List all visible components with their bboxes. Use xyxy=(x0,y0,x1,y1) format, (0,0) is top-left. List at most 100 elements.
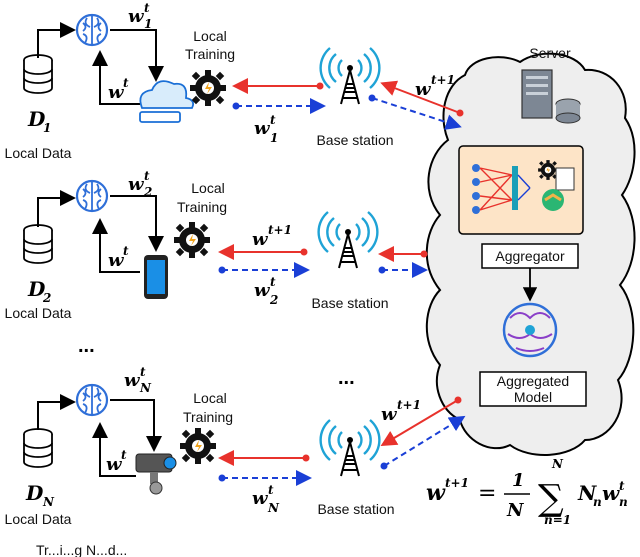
aggregated-brain-icon xyxy=(502,302,558,358)
server-download-arrow xyxy=(380,399,459,447)
neural-network-icon xyxy=(472,164,531,214)
trained-weight-sub: 2 xyxy=(143,185,152,199)
global-model-label: w xyxy=(106,454,123,475)
ellipsis-middle: ... xyxy=(338,367,355,389)
base-station-label: Base station xyxy=(311,295,388,311)
local-data-label: Local Data xyxy=(5,145,72,161)
training-gear-icon xyxy=(174,222,210,258)
new-model-sup: t+1 xyxy=(431,73,455,87)
data-name: D xyxy=(25,481,44,505)
node-row-1: D 1 Local Data w t w t 1 Local Training … xyxy=(5,1,464,161)
footer-caption: Tr...i...g N...d... xyxy=(36,542,127,557)
brain-icon xyxy=(75,13,109,47)
trained-weight-label: w xyxy=(128,6,145,27)
formula-term1-sub: n xyxy=(593,495,602,509)
server-label: Server xyxy=(529,45,571,61)
upload-weight-sub: N xyxy=(267,501,280,515)
aggregated-model-line2: Model xyxy=(514,389,552,405)
settings-gear-icon xyxy=(538,160,558,180)
new-model-sup: t+1 xyxy=(397,398,421,412)
global-model-sup: t xyxy=(123,76,129,90)
trained-weight-sub: N xyxy=(139,381,152,395)
brain-icon xyxy=(75,179,109,213)
local-training-label-2: Training xyxy=(183,409,233,425)
trained-weight-sup: t xyxy=(144,1,150,15)
local-training-label-1: Local xyxy=(191,180,224,196)
data-subscript: 1 xyxy=(43,121,51,135)
upload-weight-sup: t xyxy=(268,483,274,497)
trained-weight-sup: t xyxy=(140,365,146,379)
brain-icon xyxy=(75,383,109,417)
local-data-label: Local Data xyxy=(5,511,72,527)
database-icon xyxy=(23,428,53,468)
upload-weight-sub: 1 xyxy=(270,131,278,145)
security-camera-icon xyxy=(135,453,177,495)
node-row-2: D 2 Local Data w t w t 2 Local Training … xyxy=(5,169,428,321)
training-gear-icon xyxy=(190,70,226,106)
database-icon xyxy=(23,54,53,94)
upload-weight-label: w xyxy=(254,280,271,301)
upload-weight-sup: t xyxy=(270,113,276,127)
aggregated-model-box xyxy=(479,371,587,407)
formula-denominator: N xyxy=(506,500,525,521)
aggregator-box xyxy=(481,243,579,269)
data-subscript: 2 xyxy=(42,291,51,305)
new-model-sup: t+1 xyxy=(268,223,292,237)
formula-lhs-sup: t+1 xyxy=(445,476,469,490)
data-name: D xyxy=(27,277,46,301)
global-model-label: w xyxy=(108,250,125,271)
trained-weight-sup: t xyxy=(144,169,150,183)
upload-weight-sub: 2 xyxy=(269,293,278,307)
base-station-tower xyxy=(319,418,381,478)
trained-weight-label: w xyxy=(128,174,145,195)
data-name: D xyxy=(27,107,46,131)
formula-term1: N xyxy=(577,481,597,505)
global-model-sup: t xyxy=(121,448,127,462)
formula-numerator: 1 xyxy=(512,470,525,491)
upload-weight-sup: t xyxy=(270,275,276,289)
new-model-label: w xyxy=(415,79,432,100)
local-training-label-2: Training xyxy=(177,199,227,215)
formula-equals: = xyxy=(478,481,496,506)
trained-weight-label: w xyxy=(124,370,141,391)
training-gear-icon xyxy=(180,428,216,464)
upload-weight-label: w xyxy=(254,118,271,139)
handshake-icon xyxy=(542,189,564,211)
server-icon xyxy=(521,69,581,124)
cloud-device-icon xyxy=(139,80,195,123)
local-training-label-1: Local xyxy=(193,28,226,44)
local-training-label-2: Training xyxy=(185,46,235,62)
formula-sum-lower: n=1 xyxy=(544,513,571,527)
node-row-n: D N Local Data w t w t N Local Training … xyxy=(5,365,466,527)
formula-sum-sign: ∑ xyxy=(538,478,564,519)
new-model-label: w xyxy=(252,229,269,250)
local-training-label-1: Local xyxy=(193,390,226,406)
trained-weight-sub: 1 xyxy=(144,17,152,31)
base-station-label: Base station xyxy=(316,132,393,148)
server-download-arrow xyxy=(380,80,461,114)
aggregation-formula: w t+1 = 1 N ∑ N n=1 N n w t n xyxy=(426,457,628,527)
database-icon xyxy=(23,224,53,264)
data-subscript: N xyxy=(42,495,55,509)
ellipsis-left: ... xyxy=(78,335,95,357)
aggregator-panel xyxy=(458,145,584,235)
server-upload-arrow xyxy=(371,97,462,130)
base-station-label: Base station xyxy=(317,501,394,517)
checklist-icon xyxy=(555,167,575,191)
formula-sum-upper: N xyxy=(551,457,564,471)
formula-term2-sup: t xyxy=(619,479,625,493)
upload-weight-label: w xyxy=(252,488,269,509)
new-model-label: w xyxy=(381,404,398,425)
base-station-tower xyxy=(317,210,379,270)
formula-term2-sub: n xyxy=(619,495,628,509)
smartphone-icon xyxy=(144,255,168,299)
formula-term2: w xyxy=(602,481,620,505)
server-upload-arrow xyxy=(383,415,466,467)
local-data-label: Local Data xyxy=(5,305,72,321)
global-model-sup: t xyxy=(123,244,129,258)
global-model-label: w xyxy=(108,82,125,103)
aggregated-model-line1: Aggregated xyxy=(497,373,569,389)
formula-lhs: w xyxy=(426,480,446,506)
aggregator-label: Aggregator xyxy=(495,248,565,264)
